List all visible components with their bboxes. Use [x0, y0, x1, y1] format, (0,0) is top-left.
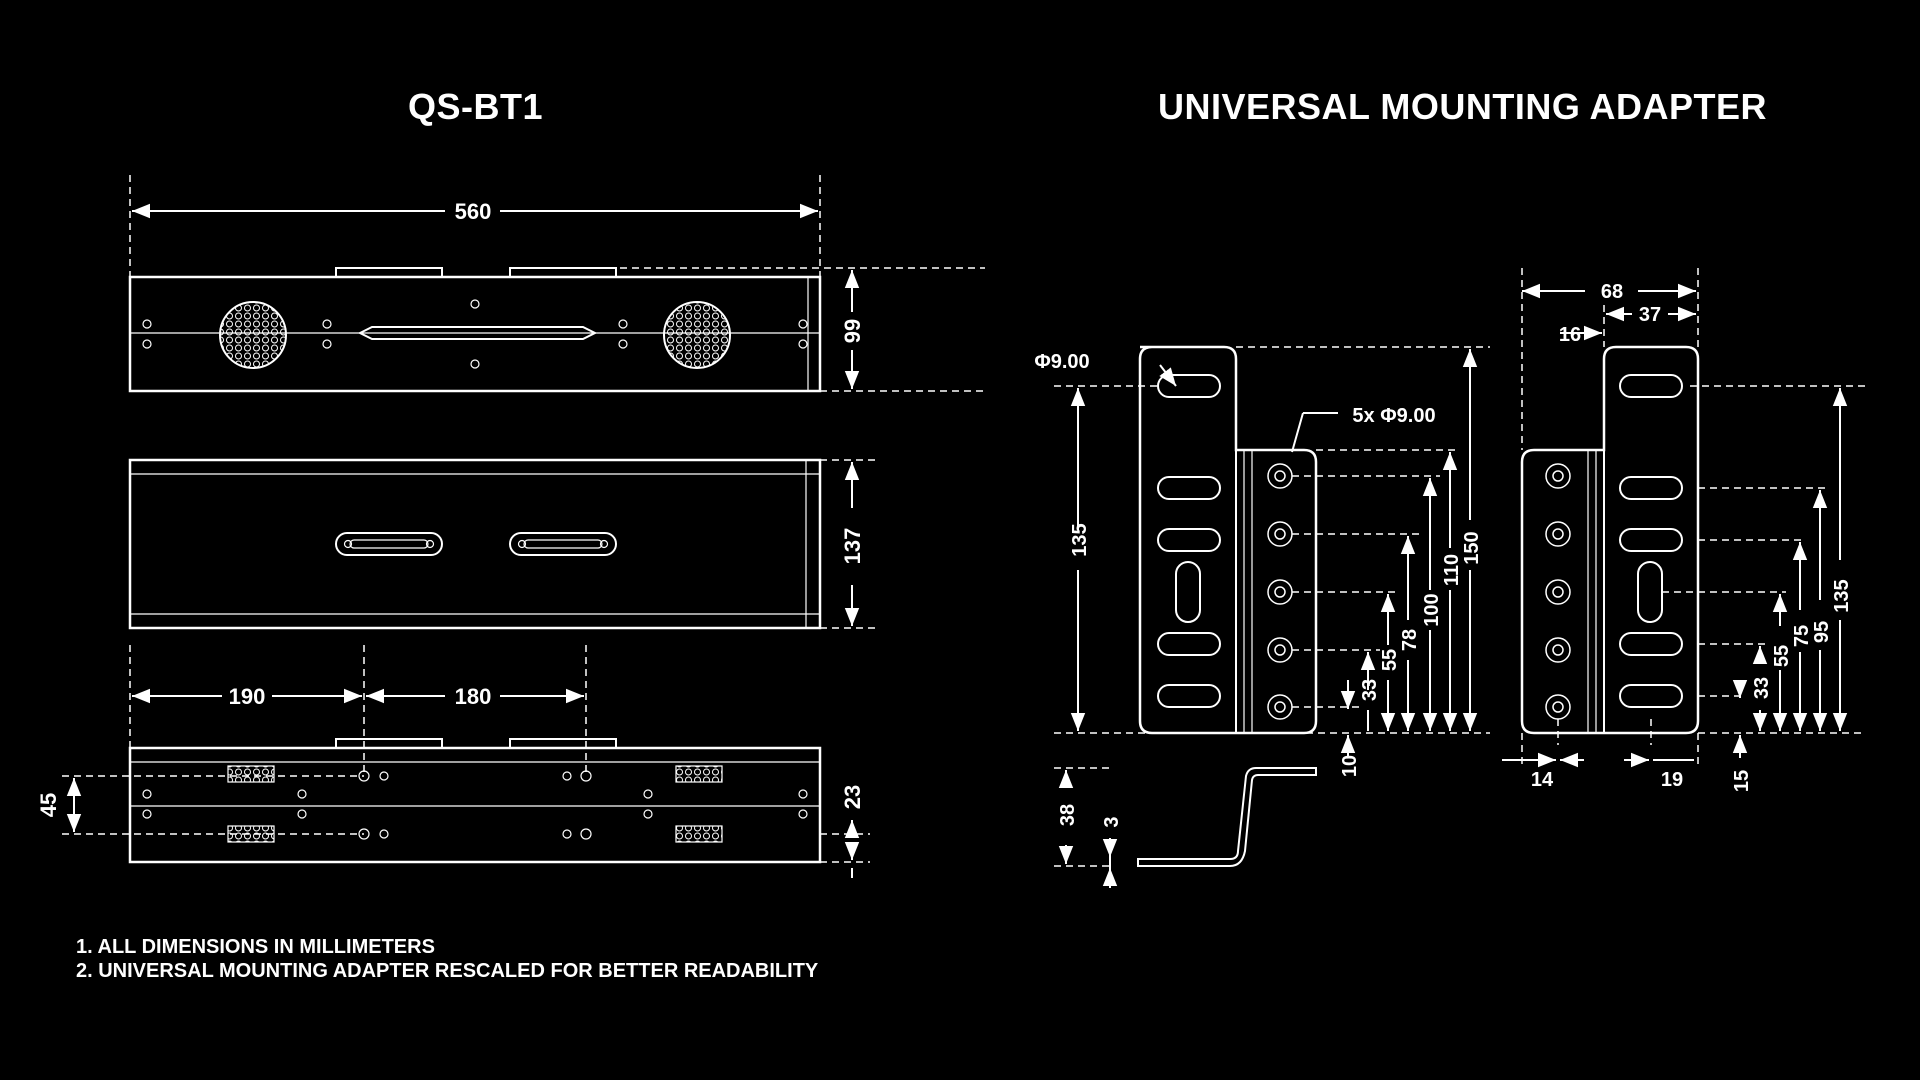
top-view	[128, 267, 822, 393]
adapter-front-view	[1138, 345, 1318, 735]
adapter-hole-label: Φ9.00	[1034, 351, 1089, 373]
dim-b33: 33	[1751, 677, 1773, 699]
adapter-side-view	[1520, 345, 1700, 735]
dim-b14: 14	[1531, 769, 1554, 791]
dim-a3: 3	[1101, 816, 1123, 827]
drawing-notes: 1. ALL DIMENSIONS IN MILLIMETERS 2. UNIV…	[76, 935, 818, 983]
fan-grille-right	[663, 301, 731, 369]
note-2: 2. UNIVERSAL MOUNTING ADAPTER RESCALED F…	[76, 960, 819, 982]
dim-a38: 38	[1057, 804, 1079, 826]
dim-side-45: 45	[36, 793, 61, 817]
dim-offset-180: 180	[455, 684, 492, 709]
bottom-view	[128, 738, 822, 864]
dim-a110: 110	[1441, 554, 1463, 586]
dim-b16: 16	[1559, 324, 1581, 346]
dim-b37: 37	[1639, 304, 1661, 326]
dim-a33: 33	[1359, 679, 1381, 701]
dim-b135: 135	[1831, 579, 1853, 612]
dim-b55: 55	[1771, 645, 1793, 667]
dim-height-99: 99	[840, 319, 865, 343]
dim-b15: 15	[1731, 770, 1753, 792]
dim-side-23: 23	[840, 785, 865, 809]
adapter-title: UNIVERSAL MOUNTING ADAPTER	[1158, 86, 1768, 127]
adapter-profile-view	[1137, 767, 1317, 867]
dim-b75: 75	[1791, 625, 1813, 647]
dim-width-total: 560	[455, 199, 492, 224]
dim-b95: 95	[1811, 621, 1833, 643]
dim-a135: 135	[1069, 523, 1091, 556]
dim-a150: 150	[1461, 531, 1483, 564]
note-1: 1. ALL DIMENSIONS IN MILLIMETERS	[76, 936, 435, 958]
adapter-holes-label: 5x Φ9.00	[1352, 405, 1435, 427]
dim-a78: 78	[1399, 629, 1421, 651]
dim-a10: 10	[1339, 755, 1361, 777]
dim-b19: 19	[1661, 769, 1683, 791]
dim-a55: 55	[1379, 649, 1401, 671]
fan-grille-left	[219, 301, 287, 369]
dim-a100: 100	[1421, 593, 1443, 626]
dim-height-137: 137	[840, 528, 865, 565]
dim-offset-190: 190	[229, 684, 266, 709]
qs-bt1-title: QS-BT1	[408, 86, 544, 127]
dim-b68: 68	[1601, 281, 1623, 303]
front-view	[128, 458, 822, 630]
